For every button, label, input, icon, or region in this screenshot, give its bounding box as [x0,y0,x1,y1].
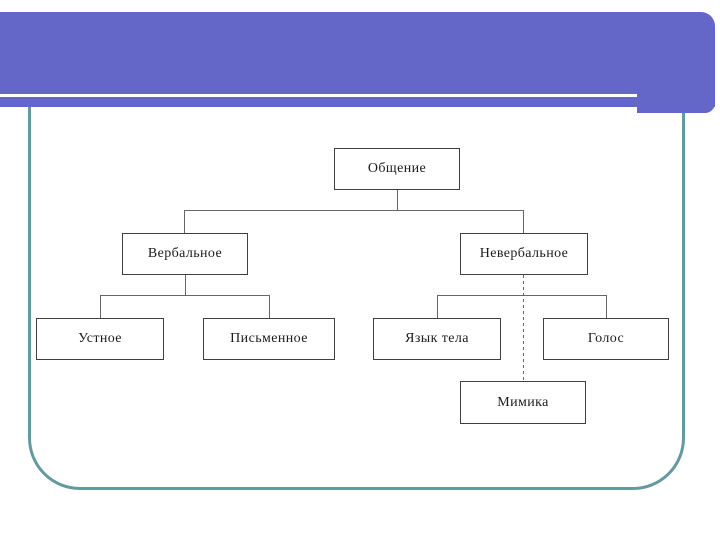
connector-drop-oral [100,295,101,318]
node-written: Письменное [203,318,335,360]
node-root: Общение [334,148,460,190]
banner-underline [0,94,637,97]
banner-right-tab [637,95,715,113]
connector-drop-written [269,295,270,318]
title-banner [0,12,715,107]
node-nonverbal: Невербальное [460,233,588,275]
connector-verbal-rail [100,295,270,296]
connector-nonverbal-rail [437,295,607,296]
connector-root-stem [397,190,398,210]
node-oral: Устное [36,318,164,360]
connector-drop-verbal [184,210,185,233]
node-voice: Голос [543,318,669,360]
connector-drop-nonverbal [523,210,524,233]
connector-level2-rail [184,210,524,211]
connector-nonverbal-mimicry-dashed [523,275,524,381]
connector-drop-body-language [437,295,438,318]
connector-verbal-stem [185,275,186,295]
connector-drop-voice [606,295,607,318]
node-verbal: Вербальное [122,233,248,275]
node-mimicry: Мимика [460,381,586,424]
node-body-language: Язык тела [373,318,501,360]
